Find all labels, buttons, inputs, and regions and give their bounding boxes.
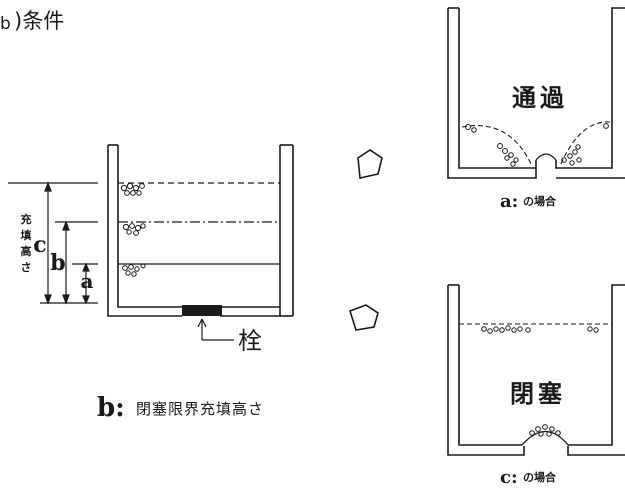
level-label-c: c: [33, 232, 46, 258]
caption-c-letter: c:: [500, 467, 518, 488]
side-label-char-3: 高: [21, 244, 32, 258]
transition-arrow-bottom: [349, 304, 379, 331]
fill-height-container: [107, 144, 294, 317]
side-label-char-4: さ: [21, 261, 32, 274]
pass-particles: [465, 123, 609, 167]
pass-container: [447, 7, 625, 179]
container-wall-left-outer: [107, 145, 182, 317]
side-label-char-1: 充: [21, 212, 32, 226]
caption-c-text: の場合: [523, 470, 557, 484]
side-label-char-2: 填: [21, 228, 32, 242]
clog-container: [447, 284, 625, 456]
pass-label: 通過: [512, 84, 568, 112]
particles-level-a: [122, 263, 146, 277]
heading: )条件: [14, 9, 64, 33]
clog-label: 閉塞: [510, 380, 566, 408]
arrow-a-bottom: [82, 295, 90, 305]
caption-a-letter: a:: [500, 191, 518, 212]
transition-arrow-top: [357, 149, 383, 179]
clog-arch-particles: [529, 424, 561, 437]
arrow-c-top: [44, 181, 52, 192]
particles-level-b: [122, 223, 146, 236]
pass-arc-right: [559, 121, 611, 167]
particles-level-c: [120, 182, 145, 196]
pass-arc-left: [461, 125, 533, 167]
plug-label: 栓: [238, 327, 262, 355]
clog-particles-top: [481, 325, 599, 334]
plug-pointer: [197, 318, 234, 341]
caption-b-letter: b:: [97, 393, 125, 423]
heading-subscript: b: [0, 14, 11, 34]
caption-b-text: 閉塞限界充填高さ: [136, 400, 264, 418]
arrow-b-bottom: [62, 294, 70, 305]
arrow-b-top: [62, 220, 70, 231]
level-label-b: b: [50, 250, 65, 276]
arrow-a-top: [82, 262, 90, 272]
plug: [182, 305, 222, 316]
container-wall-left-inner: [117, 145, 182, 308]
container-wall-right-outer: [220, 145, 281, 317]
dimension-markers: [8, 181, 98, 305]
arrow-c-bottom: [44, 294, 52, 305]
level-label-a: a: [81, 269, 94, 293]
caption-a-text: の場合: [523, 194, 557, 208]
